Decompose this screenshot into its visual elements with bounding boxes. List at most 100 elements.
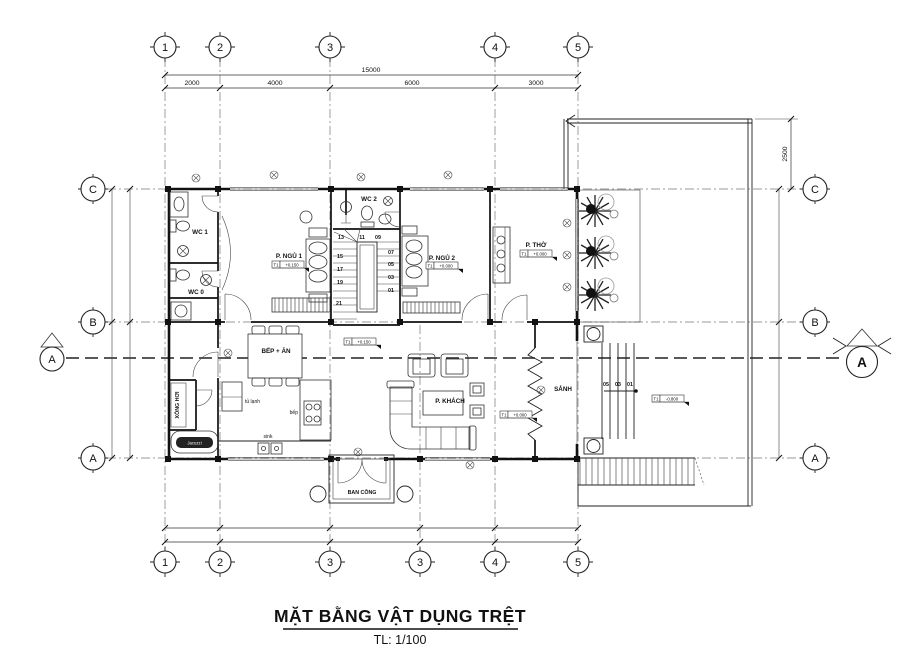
stair-num: 11 [359, 235, 365, 241]
level-marker-bedroom1: T1 +0.150 [271, 260, 309, 272]
dimension-right: 2500 [755, 115, 798, 462]
level-marker-worship: T1 +0.000 [519, 249, 557, 261]
section-marker-right: A [832, 328, 892, 379]
level-marker-bedroom2: T1 +0.000 [425, 261, 463, 273]
grid-col-3-top: 3 [327, 42, 333, 54]
entry-step-05: 05 [603, 382, 609, 388]
dimension-bottom [161, 524, 582, 546]
dim-seg-2: 4000 [267, 80, 282, 87]
interior-walls [168, 189, 578, 459]
entry-step-03: 03 [615, 382, 621, 388]
section-marker-label: A [48, 354, 56, 366]
canopy-arrow-icon [565, 114, 576, 128]
dim-seg-1: 2000 [184, 80, 199, 87]
dim-seg-3: 6000 [404, 80, 419, 87]
tree-icon [579, 235, 619, 269]
label-jacuzzi: Jacuzzi [187, 441, 201, 446]
section-marker-label: A [857, 355, 867, 370]
label-worship: P. THỜ [526, 240, 547, 249]
level-value: +0.000 [439, 263, 453, 268]
balcony-structure [309, 454, 414, 504]
level-tag: T1 [273, 262, 279, 267]
dimension-left [108, 185, 134, 462]
label-stove: bếp [290, 410, 299, 416]
grid-bubbles: 1 2 3 4 5 1 2 3 3 4 5 C B A C B A [78, 32, 830, 577]
main-stair: 13 11 09 07 15 05 17 03 19 01 21 [333, 228, 400, 320]
living-furniture [386, 353, 485, 451]
wc2-fixtures [340, 196, 393, 228]
title-block: MẶT BẰNG VẬT DỤNG TRỆT TL: 1/100 [274, 605, 526, 647]
level-marker-kitchen: T1 +0.150 [343, 337, 381, 349]
label-wc0: WC 0 [188, 289, 204, 296]
exterior-stair [577, 457, 705, 506]
fan-icon [383, 196, 393, 206]
grid-col-5-top: 5 [575, 42, 581, 54]
level-value: +0.150 [357, 339, 371, 344]
stair-num: 19 [337, 280, 343, 286]
grid-row-a-left: A [89, 453, 97, 465]
washer-icon [170, 301, 192, 321]
pedestal-sink-icon [340, 201, 352, 213]
grid-row-c-left: C [89, 184, 97, 196]
stair-num: 03 [388, 275, 394, 281]
site-works: 05 03 01 [563, 114, 753, 507]
label-balcony: BAN CÔNG [348, 488, 377, 496]
label-living: P. KHÁCH [435, 396, 465, 405]
grid-row-b-left: B [89, 317, 96, 329]
sauna-jacuzzi [170, 382, 219, 454]
stair-num: 13 [338, 235, 344, 241]
drawing-title: MẶT BẰNG VẬT DỤNG TRỆT [274, 605, 526, 626]
dimension-top: 15000 2000 4000 6000 3000 [161, 67, 582, 92]
door-swings [192, 195, 528, 484]
tree-icon [579, 193, 619, 227]
grid-col-2-bottom: 2 [217, 557, 223, 569]
level-value: +0.000 [533, 251, 547, 256]
level-value: +0.000 [513, 412, 527, 417]
level-tag: T1 [521, 251, 527, 256]
grid-row-c-right: C [811, 184, 819, 196]
label-sink: sink [264, 434, 273, 440]
stair-num: 15 [337, 254, 343, 260]
section-marker-left: A [39, 332, 65, 372]
jacuzzi-tub [170, 430, 219, 454]
label-hall: SẢNH [554, 384, 572, 393]
level-tag: T1 [653, 396, 659, 401]
bedroom1-furniture [271, 210, 331, 313]
dim-seg-4: 3000 [528, 80, 543, 87]
label-wc1: WC 1 [192, 229, 208, 236]
kitchen-fixtures [218, 379, 332, 455]
stair-num: 01 [388, 288, 394, 294]
sink-icon [257, 442, 270, 455]
grid-row-b-right: B [811, 317, 818, 329]
level-tag: T1 [345, 339, 351, 344]
room-labels: WC 1 WC 0 WC 2 P. NGỦ 1 P. NGỦ 2 P. THỜ … [173, 196, 572, 496]
label-sauna: XÔNG HƠI [173, 391, 181, 418]
label-wc2: WC 2 [361, 196, 377, 203]
stove-icon [303, 400, 322, 426]
stair-num: 09 [375, 235, 381, 241]
level-value: +0.150 [285, 262, 299, 267]
tree-icon [579, 277, 619, 311]
wardrobe-hatch [402, 301, 461, 314]
level-marker-living: T1 +0.000 [499, 410, 537, 422]
grid-col-2-top: 2 [217, 42, 223, 54]
grid-col-3b-bottom: 3 [417, 557, 423, 569]
label-kitchen-dining: BẾP + ĂN [261, 345, 291, 355]
grid-col-1-bottom: 1 [162, 557, 168, 569]
stair-num: 17 [337, 267, 343, 273]
grid-col-5-bottom: 5 [575, 557, 581, 569]
dining-furniture [247, 325, 303, 387]
planter-strip [577, 189, 641, 323]
worship-furniture [492, 226, 511, 284]
wc0-fixtures [169, 268, 212, 321]
fridge-icon [221, 381, 243, 412]
dim-total: 15000 [362, 67, 381, 74]
level-value: -0.800 [666, 396, 679, 401]
grid-row-a-right: A [811, 453, 819, 465]
label-fridge: tủ lạnh [245, 398, 260, 405]
grid-col-4-bottom: 4 [492, 557, 498, 569]
wc1-fixtures [169, 191, 190, 257]
label-bedroom1: P. NGỦ 1 [276, 251, 303, 260]
